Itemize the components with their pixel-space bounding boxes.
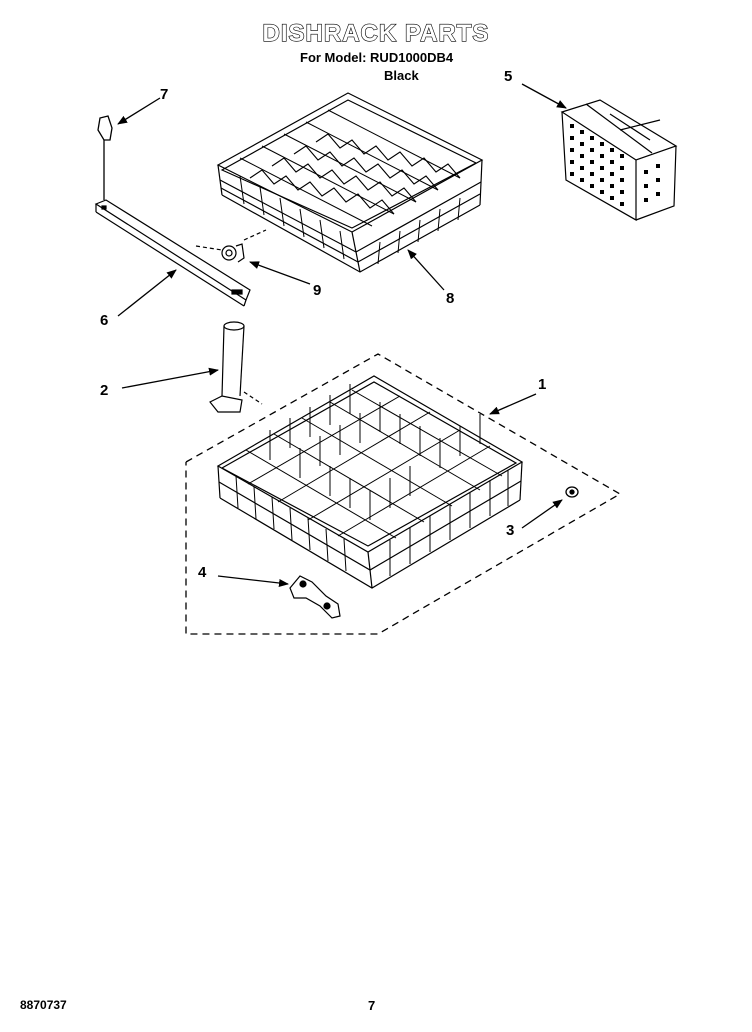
document-number: 8870737 (20, 998, 67, 1012)
callout-8: 8 (446, 290, 455, 307)
callout-7: 7 (160, 86, 169, 103)
model-line: For Model: RUD1000DB4 (300, 50, 454, 65)
callout-1: 1 (538, 376, 547, 393)
rack-adjuster (289, 575, 341, 619)
lower-rack (216, 375, 524, 589)
upper-rack (216, 92, 484, 273)
rack-track (94, 199, 251, 307)
page-title: DISHRACK PARTS (262, 19, 490, 47)
rack-clip (97, 115, 113, 200)
callout-3: 3 (506, 522, 515, 539)
callout-5: 5 (504, 68, 513, 85)
color-label: Black (384, 68, 419, 83)
lower-rack-boundary (185, 353, 622, 635)
spray-tower-post (209, 321, 263, 413)
callout-2: 2 (100, 382, 109, 399)
callout-4: 4 (198, 564, 207, 581)
silverware-basket (560, 99, 678, 222)
page-number: 7 (368, 998, 376, 1013)
callout-9: 9 (313, 282, 322, 299)
rack-roller (195, 229, 267, 263)
lower-rack-wheel (565, 486, 579, 498)
callout-leaders (117, 83, 567, 587)
callout-6: 6 (100, 312, 109, 329)
